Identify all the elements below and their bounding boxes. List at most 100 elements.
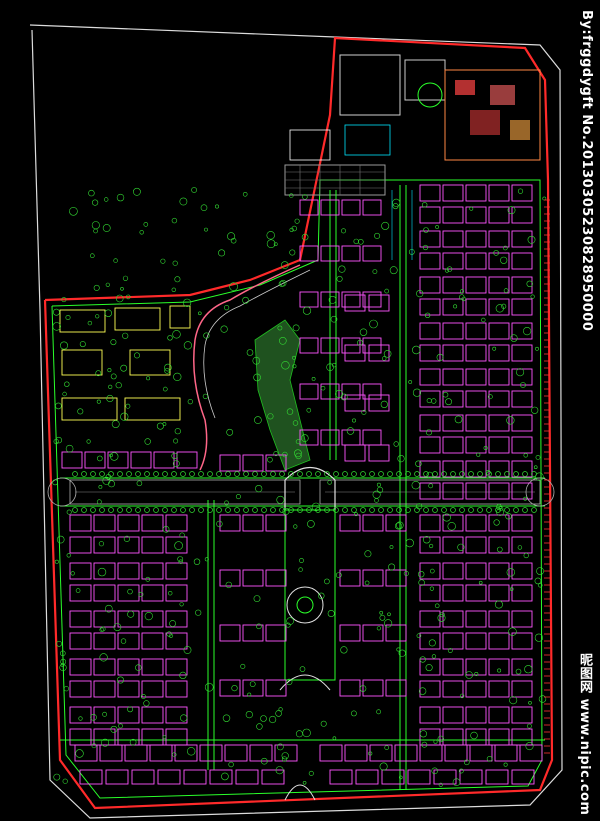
building-unit xyxy=(219,679,241,697)
building-unit xyxy=(117,658,140,676)
tree-symbol xyxy=(383,349,392,358)
residential-buildings xyxy=(61,184,543,785)
tree-symbol xyxy=(369,319,378,329)
winding-path xyxy=(193,264,301,471)
tree-symbol xyxy=(509,696,518,705)
tree-symbol xyxy=(207,507,213,513)
building-unit xyxy=(511,610,533,628)
tree-symbol xyxy=(494,600,503,609)
tree-symbol xyxy=(54,559,59,564)
building-unit xyxy=(442,414,464,432)
tree-symbol xyxy=(388,563,396,571)
tree-symbol xyxy=(254,416,262,424)
building-unit xyxy=(368,344,390,362)
building-unit xyxy=(69,536,92,554)
fence-lines xyxy=(391,190,413,260)
tree-symbol xyxy=(138,591,144,597)
tree-symbol xyxy=(328,295,337,304)
tree-symbol xyxy=(106,394,114,403)
tree-symbol xyxy=(132,187,141,196)
tree-symbol xyxy=(509,587,514,591)
building-unit xyxy=(141,584,164,602)
building-unit xyxy=(69,562,92,580)
tree-symbol xyxy=(162,507,168,513)
tree-symbol xyxy=(450,507,456,513)
building-unit xyxy=(488,632,510,650)
tree-symbol xyxy=(203,332,210,339)
tree-symbol xyxy=(224,305,230,311)
tree-symbol xyxy=(61,297,67,303)
building-unit xyxy=(149,744,173,762)
tree-symbol xyxy=(478,580,483,585)
tree-symbol xyxy=(369,471,375,477)
tree-symbol xyxy=(56,535,65,544)
tree-symbol xyxy=(503,762,508,767)
tree-symbol xyxy=(374,232,381,239)
building-unit xyxy=(465,460,487,478)
tree-symbol xyxy=(108,384,113,390)
tree-symbol xyxy=(535,346,539,351)
tree-symbol xyxy=(486,507,492,513)
building-unit xyxy=(519,744,543,762)
tree-symbol xyxy=(66,553,71,558)
tree-symbol xyxy=(459,693,465,699)
tree-symbol xyxy=(97,455,103,462)
tree-symbol xyxy=(459,471,465,477)
building-unit xyxy=(249,744,273,762)
tree-symbol xyxy=(408,380,413,384)
building-unit xyxy=(442,536,464,554)
tree-symbol xyxy=(52,479,58,486)
tree-symbol xyxy=(120,364,128,372)
tree-symbol xyxy=(62,391,67,397)
tree-symbol xyxy=(173,372,182,382)
tree-symbol xyxy=(320,386,326,391)
tree-symbol xyxy=(523,552,529,559)
building-unit xyxy=(74,744,98,762)
tree-symbol xyxy=(187,399,193,405)
tree-symbol xyxy=(220,325,228,333)
tree-symbol xyxy=(359,328,368,336)
tree-symbol xyxy=(255,485,263,493)
tree-symbol xyxy=(81,471,87,477)
tree-symbol xyxy=(415,460,422,467)
tree-symbol xyxy=(285,622,291,628)
commercial-block xyxy=(284,54,541,196)
building-unit xyxy=(465,252,487,270)
building-unit xyxy=(511,436,533,454)
building-unit xyxy=(141,514,164,532)
building-unit xyxy=(419,206,441,224)
building-unit xyxy=(320,199,340,216)
building-unit xyxy=(511,460,533,478)
tree-symbol xyxy=(65,444,74,453)
tree-symbol xyxy=(275,710,282,717)
tree-symbol xyxy=(470,731,478,740)
tree-symbol xyxy=(289,227,294,232)
tree-symbol xyxy=(311,502,321,512)
building-unit xyxy=(265,514,287,532)
building-unit xyxy=(485,769,509,785)
building-unit xyxy=(442,482,464,500)
tree-symbol xyxy=(77,408,84,415)
building-unit xyxy=(419,368,441,386)
tree-symbol xyxy=(447,522,456,531)
tree-symbol xyxy=(178,559,184,564)
tree-symbol xyxy=(79,341,86,348)
building-unit xyxy=(442,584,464,602)
tree-symbol xyxy=(174,276,181,283)
building-unit xyxy=(368,294,390,312)
tree-symbol xyxy=(506,568,515,577)
building-unit xyxy=(419,436,441,454)
tree-symbol xyxy=(295,439,301,445)
tree-symbol xyxy=(113,258,118,263)
building-unit xyxy=(465,344,487,362)
tree-symbol xyxy=(281,752,289,760)
building-unit xyxy=(320,291,340,308)
building-unit xyxy=(465,562,487,580)
tree-symbol xyxy=(216,507,222,513)
tree-symbol xyxy=(129,738,137,746)
building-unit xyxy=(488,206,510,224)
tree-symbol xyxy=(396,471,402,477)
tree-symbol xyxy=(351,507,357,513)
building-unit xyxy=(442,344,464,362)
tree-symbol xyxy=(315,507,321,513)
